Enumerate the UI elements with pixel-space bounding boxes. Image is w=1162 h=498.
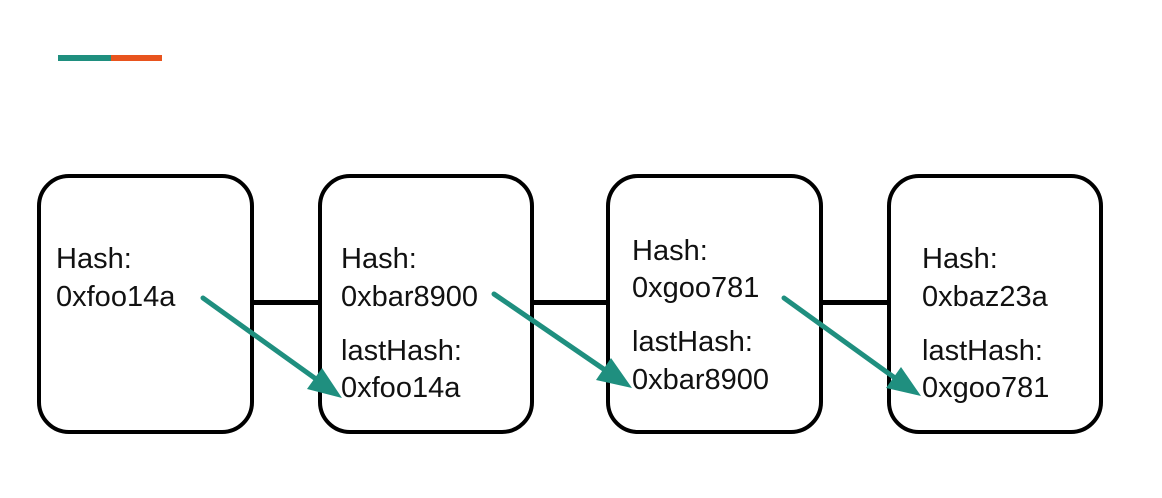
chain-link [530,300,610,305]
chain-link [820,300,890,305]
accent-bar-orange [111,55,162,61]
block-4-last-hash-value: 0xgoo781 [922,372,1050,404]
accent-bar-teal [58,55,111,61]
block-2-hash-value: 0xbar8900 [341,281,479,313]
block-4 [887,174,1103,434]
block-1 [37,174,254,434]
block-4-last-hash-label: lastHash: [922,335,1043,367]
chain-link [250,300,322,305]
block-2 [318,174,534,434]
block-3-hash-label: Hash: [632,235,708,267]
block-4-hash-label: Hash: [922,243,998,275]
block-3-last-hash-label: lastHash: [632,326,753,358]
arrow-block3-to-block4 [781,295,921,396]
block-2-last-hash-value: 0xfoo14a [341,372,461,404]
block-2-last-hash-label: lastHash: [341,335,462,367]
block-3-last-hash-value: 0xbar8900 [632,364,770,396]
block-4-hash-value: 0xbaz23a [922,281,1048,313]
block-2-hash-label: Hash: [341,243,417,275]
block-1-hash-value: 0xfoo14a [56,281,176,313]
block-1-hash-label: Hash: [56,243,132,275]
arrow-block2-to-block3 [491,291,632,388]
block-3-hash-value: 0xgoo781 [632,272,760,304]
arrow-block1-to-block2 [200,295,342,398]
block-3 [606,174,823,434]
